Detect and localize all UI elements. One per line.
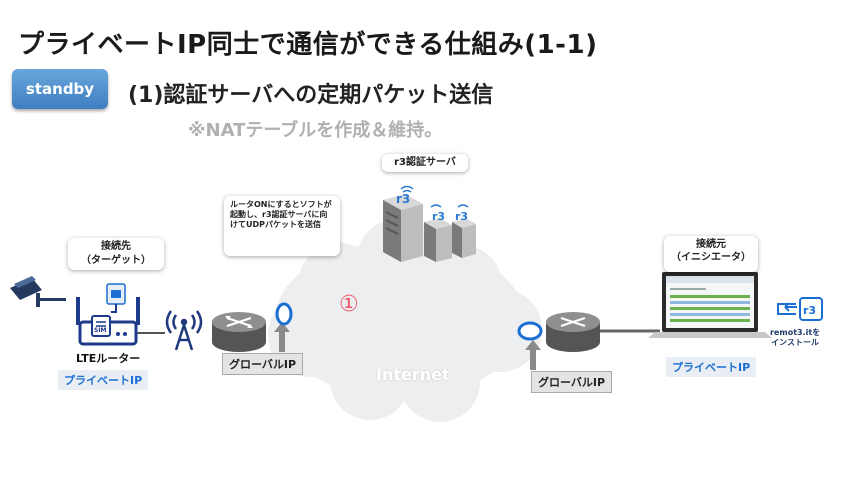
router-icon [546,312,600,352]
camera-icon [10,276,66,307]
origin-label: 接続元 （イニシエータ） [664,236,758,272]
global-ip-left: グローバルIP [222,353,304,375]
server-icon [452,218,476,258]
svg-text:r3: r3 [455,210,468,223]
step-marker: ① [339,292,359,317]
interface-icon [517,321,543,341]
arrow-up-icon [525,340,541,370]
private-ip-left: プライベートIP [58,370,149,390]
wifi-icon [400,185,469,208]
cell-tower-icon [165,310,203,351]
callout-note: ルータONにするとソフトが起動し、r3認証サーバに向けてUDPパケットを送信 [224,196,340,256]
install-label-line1: remot3.itを [770,328,821,337]
target-label: 接続先 （ターゲット） [68,238,164,270]
r3-logo-icon: r3 r3 r3 [396,192,468,223]
server-label: r3認証サーバ [382,154,468,172]
standby-button[interactable]: standby [12,69,108,109]
install-label: remot3.itを インストール [770,328,820,348]
origin-label-line2: （イニシエータ） [671,252,751,263]
internet-label: Internet [376,365,450,384]
install-icon: r3 [777,297,823,321]
global-ip-right: グローバルIP [531,371,613,393]
nat-note: ※NATテーブルを作成＆維持。 [188,120,443,141]
svg-text:r3: r3 [432,210,445,223]
svg-text:r3: r3 [396,192,410,206]
origin-label-line1: 接続元 [696,239,726,250]
private-ip-right: プライベートIP [666,357,757,377]
server-icon [424,218,452,262]
svg-text:r3: r3 [803,304,816,317]
sim-label: SIM [94,327,107,334]
arrow-up-icon [274,322,290,352]
lte-router-label: LTEルーター [76,352,141,365]
interface-icon [275,302,293,326]
install-label-line2: インストール [771,338,820,347]
server-icon [383,194,423,262]
router-icon [212,312,266,352]
laptop-icon [648,272,772,338]
page-title: プライベートIP同士で通信ができる仕組み(1-1) [18,30,598,60]
target-label-line1: 接続先 [101,241,131,252]
target-label-line2: （ターゲット） [81,255,151,266]
lte-router-icon [76,297,140,346]
r3-app-icon [106,283,126,313]
step-subtitle: (1)認証サーバへの定期パケット送信 [128,83,494,108]
